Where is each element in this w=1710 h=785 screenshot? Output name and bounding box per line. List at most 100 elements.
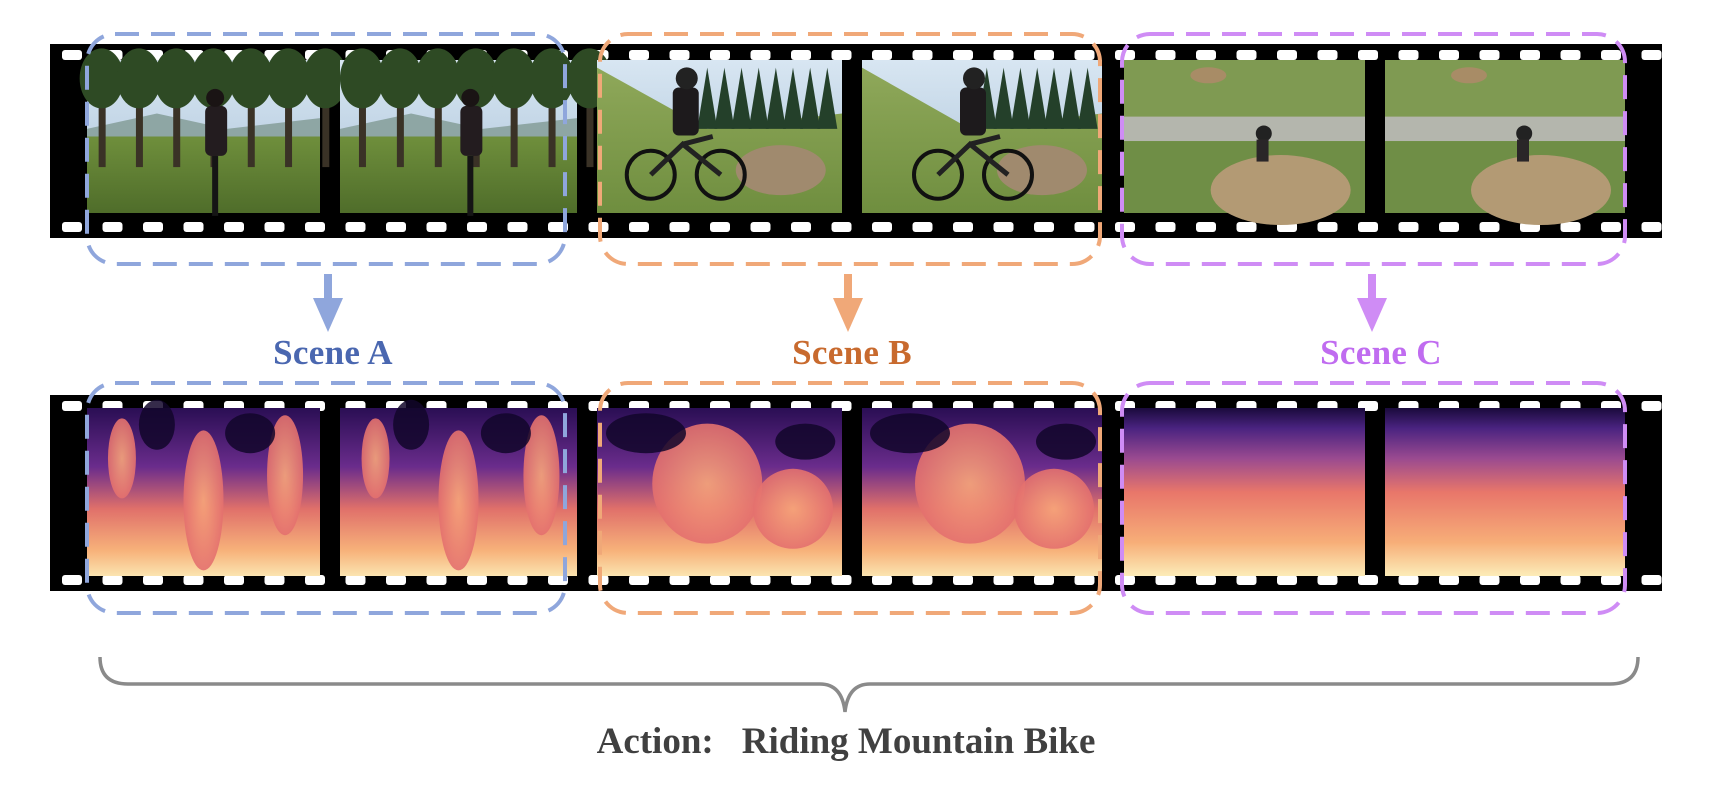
film-tab bbox=[50, 44, 72, 66]
sprocket-hole bbox=[1398, 222, 1419, 232]
sprocket-hole bbox=[386, 222, 406, 232]
sprocket-hole bbox=[669, 50, 690, 60]
sprocket-hole bbox=[1601, 222, 1621, 232]
sprocket-hole bbox=[1155, 50, 1176, 60]
sprocket-hole bbox=[1074, 222, 1095, 232]
video-frame-4 bbox=[862, 60, 1102, 214]
depth-frame-1 bbox=[87, 399, 320, 576]
sprocket-hole bbox=[1479, 575, 1500, 585]
sprocket-hole bbox=[1115, 50, 1135, 60]
sprocket-hole bbox=[993, 575, 1014, 585]
sprocket-hole bbox=[305, 222, 325, 232]
scene-b-arrow-shaft bbox=[844, 274, 852, 300]
sprocket-hole bbox=[1317, 575, 1338, 585]
sprocket-hole bbox=[1601, 50, 1621, 60]
sprocket-hole bbox=[507, 222, 528, 232]
sprocket-hole bbox=[1034, 222, 1054, 232]
sprocket-hole bbox=[62, 50, 82, 60]
sprocket-hole bbox=[1317, 222, 1338, 232]
sprocket-hole bbox=[1560, 50, 1581, 60]
sprocket-hole bbox=[953, 222, 973, 232]
sprocket-hole bbox=[426, 575, 447, 585]
sprocket-hole bbox=[872, 575, 892, 585]
sprocket-hole bbox=[1560, 575, 1581, 585]
sprocket-hole bbox=[1560, 222, 1581, 232]
sprocket-hole bbox=[1074, 50, 1095, 60]
sprocket-hole bbox=[791, 50, 811, 60]
scene-b-box-bottom bbox=[598, 381, 1102, 615]
sprocket-hole bbox=[426, 222, 447, 232]
sprocket-hole bbox=[629, 50, 649, 60]
sprocket-hole bbox=[345, 222, 366, 232]
sprocket-hole bbox=[264, 575, 285, 585]
sprocket-hole bbox=[1439, 222, 1459, 232]
sprocket-hole bbox=[1398, 50, 1419, 60]
scene-b-label: Scene B bbox=[792, 333, 912, 372]
sprocket-hole bbox=[710, 222, 730, 232]
video-frame-6 bbox=[1385, 60, 1625, 226]
action-prefix: Action: bbox=[596, 721, 714, 762]
sprocket-hole bbox=[750, 575, 771, 585]
sprocket-hole bbox=[629, 222, 649, 232]
scene-a-box-bottom bbox=[85, 381, 567, 615]
sprocket-hole bbox=[1115, 222, 1135, 232]
scene-a-box-top bbox=[85, 32, 567, 266]
video-frame-1 bbox=[79, 48, 348, 216]
scene-c-arrow-shaft bbox=[1368, 274, 1376, 300]
sprocket-hole bbox=[669, 575, 690, 585]
sprocket-hole bbox=[791, 575, 811, 585]
sprocket-hole bbox=[1358, 575, 1378, 585]
sprocket-hole bbox=[710, 50, 730, 60]
sprocket-hole bbox=[912, 222, 933, 232]
sprocket-hole bbox=[1277, 575, 1297, 585]
scene-a-arrow-shaft bbox=[324, 274, 332, 300]
sprocket-hole bbox=[1196, 222, 1216, 232]
video-frame-3 bbox=[597, 60, 842, 214]
depth-frame-5 bbox=[1124, 408, 1365, 576]
sprocket-hole bbox=[1074, 575, 1095, 585]
sprocket-hole bbox=[62, 401, 82, 411]
sprocket-hole bbox=[953, 50, 973, 60]
sprocket-hole bbox=[1236, 50, 1257, 60]
action-brace bbox=[98, 656, 1640, 713]
sprocket-hole bbox=[1601, 575, 1621, 585]
sprocket-hole bbox=[62, 575, 82, 585]
sprocket-hole bbox=[1155, 222, 1176, 232]
sprocket-hole bbox=[912, 50, 933, 60]
scene-b-arrow-head bbox=[833, 298, 863, 332]
sprocket-hole bbox=[386, 575, 406, 585]
sprocket-hole bbox=[1115, 575, 1135, 585]
film-strip-rgb bbox=[50, 44, 1662, 238]
sprocket-hole bbox=[305, 575, 325, 585]
sprocket-hole bbox=[1398, 575, 1419, 585]
scene-a-label: Scene A bbox=[273, 333, 393, 372]
scene-c-box-top bbox=[1120, 32, 1627, 266]
depth-frame-3 bbox=[597, 408, 842, 576]
sprocket-hole bbox=[467, 575, 487, 585]
sprocket-hole bbox=[831, 50, 852, 60]
sprocket-hole bbox=[102, 575, 123, 585]
sprocket-hole bbox=[1236, 222, 1257, 232]
sprocket-hole bbox=[872, 222, 892, 232]
scene-b-box-top bbox=[598, 32, 1102, 266]
sprocket-hole bbox=[993, 50, 1014, 60]
sprocket-hole bbox=[1277, 50, 1297, 60]
sprocket-hole bbox=[1439, 575, 1459, 585]
sprocket-hole bbox=[1236, 575, 1257, 585]
sprocket-hole bbox=[912, 575, 933, 585]
sprocket-hole bbox=[993, 222, 1014, 232]
sprocket-hole bbox=[1196, 575, 1216, 585]
sprocket-hole bbox=[1358, 222, 1378, 232]
sprocket-hole bbox=[143, 222, 163, 232]
sprocket-hole bbox=[1317, 50, 1338, 60]
scene-c-arrow-head bbox=[1357, 298, 1387, 332]
video-frame-5 bbox=[1124, 60, 1365, 226]
action-name: Riding Mountain Bike bbox=[741, 721, 1096, 762]
sprocket-hole bbox=[143, 575, 163, 585]
sprocket-hole bbox=[1479, 222, 1500, 232]
sprocket-hole bbox=[791, 222, 811, 232]
scene-c-label: Scene C bbox=[1320, 333, 1442, 372]
sprocket-hole bbox=[710, 575, 730, 585]
film-strip-depth bbox=[50, 395, 1662, 591]
depth-frame-2 bbox=[340, 399, 577, 576]
